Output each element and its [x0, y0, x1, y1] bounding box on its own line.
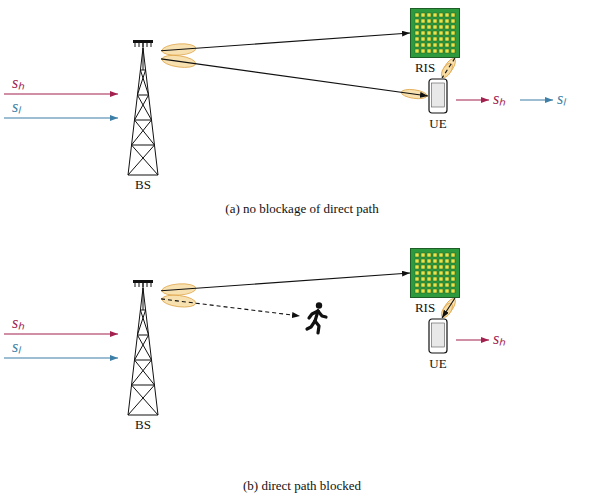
ris-panel: RIS: [410, 248, 460, 298]
signal-name: sₕ: [12, 313, 24, 332]
bs-shape: [125, 40, 161, 175]
ue-shape: [428, 78, 448, 114]
ris-panel: RIS: [410, 8, 460, 58]
blocked-path: [161, 299, 300, 316]
signal-path: [161, 33, 410, 51]
signal-arrow: [456, 339, 489, 340]
node-label: RIS: [415, 301, 435, 315]
signal-arrow: [456, 99, 489, 100]
ris-shape: [410, 8, 460, 58]
subfigure-caption: (b) direct path blocked: [243, 478, 361, 494]
node-label: UE: [429, 117, 446, 131]
node-label: BS: [135, 178, 151, 192]
ris-shape: [410, 248, 460, 298]
signal-path: [161, 59, 428, 96]
base-station: BS: [125, 280, 161, 415]
signal-name: sₗ: [557, 89, 566, 108]
base-station: BS: [125, 40, 161, 175]
pedestrian-figure: [307, 302, 326, 333]
signal-name: sₗ: [12, 97, 21, 116]
signal-arrow: [4, 93, 118, 94]
ue-shape: [428, 318, 448, 354]
signal-arrow: [4, 117, 118, 118]
node-label: UE: [429, 357, 446, 371]
node-label: RIS: [415, 61, 435, 75]
bs-shape: [125, 280, 161, 415]
signal-arrow: [4, 333, 118, 334]
node-label: BS: [135, 418, 151, 432]
signal-name: sₗ: [12, 337, 21, 356]
subfigure-caption: (a) no blockage of direct path: [225, 201, 378, 217]
signal-path: [442, 298, 455, 318]
signal-arrow: [520, 99, 553, 100]
signal-name: sₕ: [493, 89, 505, 108]
signal-path: [442, 58, 455, 78]
signal-path: [161, 273, 410, 291]
signal-arrow: [4, 357, 118, 358]
user-equipment: UE: [428, 318, 448, 354]
user-equipment: UE: [428, 78, 448, 114]
signal-name: sₕ: [493, 329, 505, 348]
signal-name: sₕ: [12, 73, 24, 92]
